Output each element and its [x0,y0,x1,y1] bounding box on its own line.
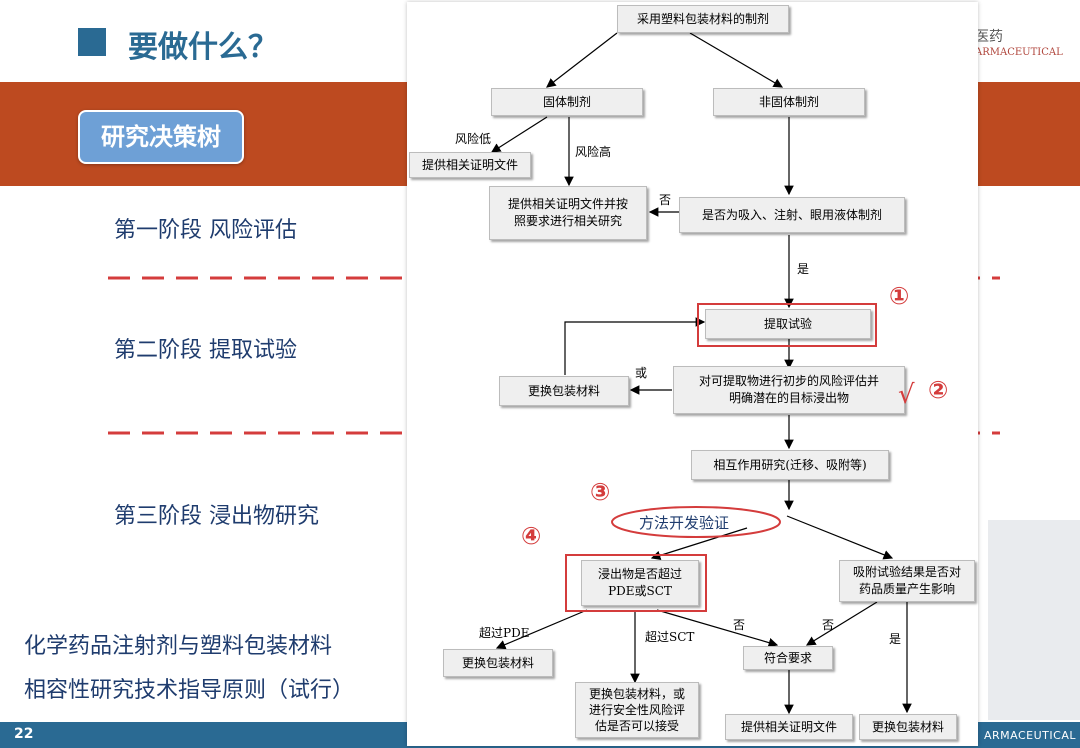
label-yes-1: 是 [797,262,810,276]
brand-logo-text: 医药 [975,29,1003,45]
marker-2-icon: ② [928,376,949,404]
fc-inhalation-question: 是否为吸入、注射、眼用液体制剂 [679,197,905,233]
fc-change-pkg-safety: 更换包装材料，或 进行安全性风险评 估是否可以接受 [575,682,699,738]
fc-risk-eval-line1: 对可提取物进行初步的风险评估并 [698,374,879,388]
fc-provide-docs-study-line1: 提供相关证明文件并按 [507,197,628,211]
label-risk-low: 风险低 [455,132,492,146]
fc-adsorb-line1: 吸附试验结果是否对 [852,565,961,579]
highlight-extraction [697,303,877,347]
title-square-icon [78,28,106,56]
method-ellipse [611,506,781,538]
fc-provide-docs-study: 提供相关证明文件并按 照要求进行相关研究 [489,186,647,240]
label-no-2: 否 [733,618,746,632]
marker-4-icon: ④ [521,522,542,550]
marker-1-icon: ① [889,282,910,310]
fc-leach-line1: 浸出物是否超过 [597,567,682,581]
guideline-title-line1: 化学药品注射剂与塑料包装材料 [24,634,333,659]
fc-risk-eval-line2: 明确潜在的目标浸出物 [728,391,849,405]
marker-3-icon: ③ [590,478,611,506]
label-risk-high: 风险高 [575,145,612,159]
label-no-3: 否 [822,618,835,632]
fc-provide-docs-final: 提供相关证明文件 [725,714,853,740]
decision-tree-button[interactable]: 研究决策树 [78,110,244,164]
fc-change-pkg: 更换包装材料 [499,376,629,406]
label-over-pde: 超过PDE [479,626,530,640]
flowchart-connectors [490,32,912,715]
fc-provide-docs: 提供相关证明文件 [409,152,531,178]
highlight-leachables [565,554,707,612]
fc-safety-line2: 进行安全性风险评 [588,703,685,717]
slide-title: 要做什么？ [128,30,278,65]
stage-3-label: 第三阶段 浸出物研究 [114,504,319,529]
fc-solid: 固体制剂 [491,88,643,116]
stage-2-label: 第二阶段 提取试验 [114,338,297,363]
fc-provide-docs-study-line2: 照要求进行相关研究 [513,214,622,228]
stage-1-label: 第一阶段 风险评估 [114,218,297,243]
fc-extraction: 提取试验 [705,309,871,339]
fc-risk-eval: 对可提取物进行初步的风险评估并 明确潜在的目标浸出物 [673,366,905,414]
flowchart-panel: 采用塑料包装材料的制剂 固体制剂 非固体制剂 提供相关证明文件 提供相关证明文件… [407,2,978,746]
label-over-sct: 超过SCT [645,630,695,644]
footer-brand: ARMACEUTICAL [984,729,1076,742]
fc-adsorb-line2: 药品质量产生影响 [858,582,955,596]
label-no-1: 否 [659,193,672,207]
fc-leach-line2: PDE或SCT [608,584,672,598]
fc-change-pkg-final: 更换包装材料 [859,714,957,740]
fc-safety-line1: 更换包装材料，或 [588,687,685,701]
fc-root: 采用塑料包装材料的制剂 [617,5,789,33]
label-or: 或 [635,366,648,380]
method-dev-label: 方法开发验证 [639,514,730,532]
fc-safety-line3: 估是否可以接受 [594,719,679,733]
fc-meets-req: 符合要求 [743,646,833,670]
fc-nonsolid: 非固体制剂 [713,88,865,116]
fc-adsorption-question: 吸附试验结果是否对 药品质量产生影响 [839,560,975,602]
fc-leachables-question: 浸出物是否超过 PDE或SCT [581,560,699,606]
label-yes-2: 是 [889,632,902,646]
page-number: 22 [14,726,34,742]
brand-logo-subtext: ARMACEUTICAL [975,47,1063,58]
fc-change-pkg-2: 更换包装材料 [443,649,553,677]
decorative-watermark [988,520,1080,720]
checkmark-icon: √ [898,380,915,410]
guideline-title-line2: 相容性研究技术指导原则（试行） [24,678,355,703]
fc-interaction: 相互作用研究(迁移、吸附等) [691,450,889,480]
